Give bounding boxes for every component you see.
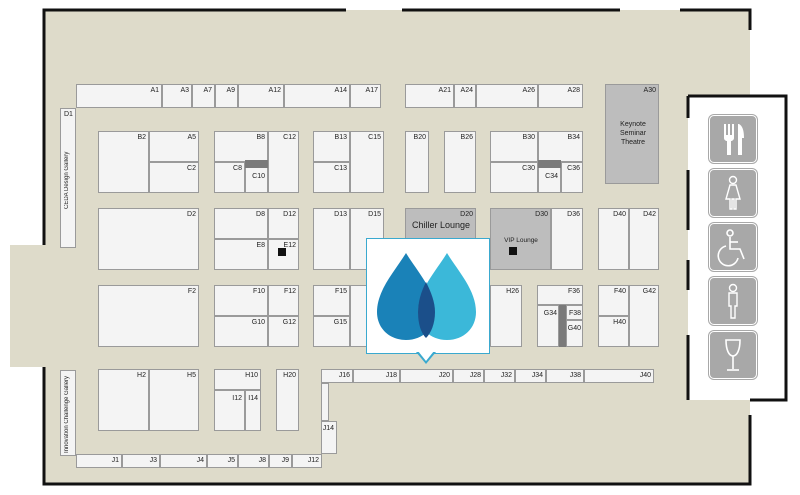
booth-h26[interactable]: H26	[490, 285, 522, 347]
booth-a14[interactable]: A14	[284, 84, 350, 108]
vip-lounge-marker	[509, 247, 517, 255]
booth-j18[interactable]: J18	[353, 369, 400, 383]
booth-h5[interactable]: H5	[149, 369, 199, 431]
popup-pointer-inner	[418, 351, 434, 361]
accessible-restroom-icon	[709, 223, 757, 271]
booth-j28[interactable]: J28	[453, 369, 484, 383]
booth-g40[interactable]: G40	[566, 320, 583, 347]
booth-h10[interactable]: H10	[214, 369, 261, 390]
c8-c10-divider	[245, 160, 268, 168]
booth-a24[interactable]: A24	[454, 84, 476, 108]
booth-f40[interactable]: F40	[598, 285, 629, 316]
booth-g10[interactable]: G10	[214, 316, 268, 347]
booth-a5[interactable]: A5	[149, 131, 199, 162]
booth-b2[interactable]: B2	[98, 131, 149, 193]
booth-e8[interactable]: E8	[214, 239, 268, 270]
men-restroom-icon	[709, 277, 757, 325]
booth-c34[interactable]: C34	[538, 162, 561, 193]
innovation-gallery-label: Innovation Challenge Gallery	[64, 375, 70, 453]
booth-a17[interactable]: A17	[350, 84, 381, 108]
g34-divider	[559, 305, 566, 347]
keynote-label: Keynote Seminar Theatre	[619, 121, 647, 146]
booth-a28[interactable]: A28	[538, 84, 583, 108]
hall-walls	[42, 8, 788, 486]
booth-j16[interactable]: J16	[321, 369, 353, 383]
booth-j20[interactable]: J20	[400, 369, 453, 383]
booth-d30-vip-lounge[interactable]: D30 VIP Lounge	[490, 208, 551, 270]
booth-b34[interactable]: B34	[538, 131, 583, 162]
booth-a3[interactable]: A3	[162, 84, 192, 108]
booth-d36[interactable]: D36	[551, 208, 583, 270]
booth-c8[interactable]: C8	[214, 162, 245, 193]
booth-f12[interactable]: F12	[268, 285, 299, 316]
booth-d2[interactable]: D2	[98, 208, 199, 270]
booth-j34[interactable]: J34	[515, 369, 546, 383]
booth-a9[interactable]: A9	[215, 84, 238, 108]
chiller-lounge-label: Chiller Lounge	[411, 220, 471, 230]
booth-b20[interactable]: B20	[405, 131, 429, 193]
booth-f10[interactable]: F10	[214, 285, 268, 316]
popup-droplets	[377, 253, 476, 340]
booth-h40[interactable]: H40	[598, 316, 629, 347]
booth-g34[interactable]: G34	[537, 305, 559, 347]
booth-c12[interactable]: C12	[268, 131, 299, 193]
booth-g15[interactable]: G15	[313, 316, 350, 347]
women-restroom-icon	[709, 169, 757, 217]
innovation-challenge-gallery[interactable]: Innovation Challenge Gallery	[60, 370, 76, 456]
booth-f15[interactable]: F15	[313, 285, 350, 316]
booth-d1-ceda-gallery[interactable]: D1 CEDA Design Gallery	[60, 108, 76, 248]
booth-a30-keynote[interactable]: A30 Keynote Seminar Theatre	[605, 84, 659, 184]
booth-b8[interactable]: B8	[214, 131, 268, 162]
booth-c30[interactable]: C30	[490, 162, 538, 193]
booth-c36[interactable]: C36	[561, 162, 583, 193]
booth-a21[interactable]: A21	[405, 84, 454, 108]
booth-a7[interactable]: A7	[192, 84, 215, 108]
booth-j4[interactable]: J4	[160, 454, 207, 468]
bar-icon	[709, 331, 757, 379]
booth-g42[interactable]: G42	[629, 285, 659, 347]
booth-i12[interactable]: I12	[214, 390, 245, 431]
booth-a26[interactable]: A26	[476, 84, 538, 108]
booth-d42[interactable]: D42	[629, 208, 659, 270]
booth-j14-vertical[interactable]	[321, 383, 329, 421]
booth-a12[interactable]: A12	[238, 84, 284, 108]
booth-b26[interactable]: B26	[444, 131, 476, 193]
ceda-gallery-label: CEDA Design Gallery	[64, 151, 70, 209]
booth-j1[interactable]: J1	[76, 454, 122, 468]
booth-a1[interactable]: A1	[76, 84, 162, 108]
droplet-overlap	[418, 282, 435, 338]
booth-j38[interactable]: J38	[546, 369, 584, 383]
booth-i14[interactable]: I14	[245, 390, 261, 431]
booth-h20[interactable]: H20	[276, 369, 299, 431]
booth-f38[interactable]: F38	[566, 305, 583, 320]
booth-d12[interactable]: D12	[268, 208, 299, 239]
booth-f36[interactable]: F36	[537, 285, 583, 305]
restaurant-icon	[709, 115, 757, 163]
booth-d20-chiller-lounge[interactable]: D20 Chiller Lounge	[405, 208, 476, 240]
vip-lounge-label: VIP Lounge	[504, 237, 538, 244]
booth-b13[interactable]: B13	[313, 131, 350, 162]
booth-j9[interactable]: J9	[269, 454, 292, 468]
booth-b30[interactable]: B30	[490, 131, 538, 162]
booth-f2[interactable]: F2	[98, 285, 199, 347]
c30-c34-divider	[538, 160, 561, 168]
booth-h2[interactable]: H2	[98, 369, 149, 431]
booth-g12[interactable]: G12	[268, 316, 299, 347]
booth-j32[interactable]: J32	[484, 369, 515, 383]
booth-j3[interactable]: J3	[122, 454, 160, 468]
e12-marker	[278, 248, 286, 256]
booth-j5[interactable]: J5	[207, 454, 238, 468]
booth-j40[interactable]: J40	[584, 369, 654, 383]
booth-c13[interactable]: C13	[313, 162, 350, 193]
booth-e12[interactable]: E12	[268, 239, 299, 270]
booth-c2[interactable]: C2	[149, 162, 199, 193]
booth-j12[interactable]: J12	[292, 454, 322, 468]
booth-j8[interactable]: J8	[238, 454, 269, 468]
booth-d8[interactable]: D8	[214, 208, 268, 239]
booth-d13[interactable]: D13	[313, 208, 350, 270]
booth-d40[interactable]: D40	[598, 208, 629, 270]
booth-c15[interactable]: C15	[350, 131, 384, 193]
booth-j14[interactable]: J14	[321, 421, 337, 454]
